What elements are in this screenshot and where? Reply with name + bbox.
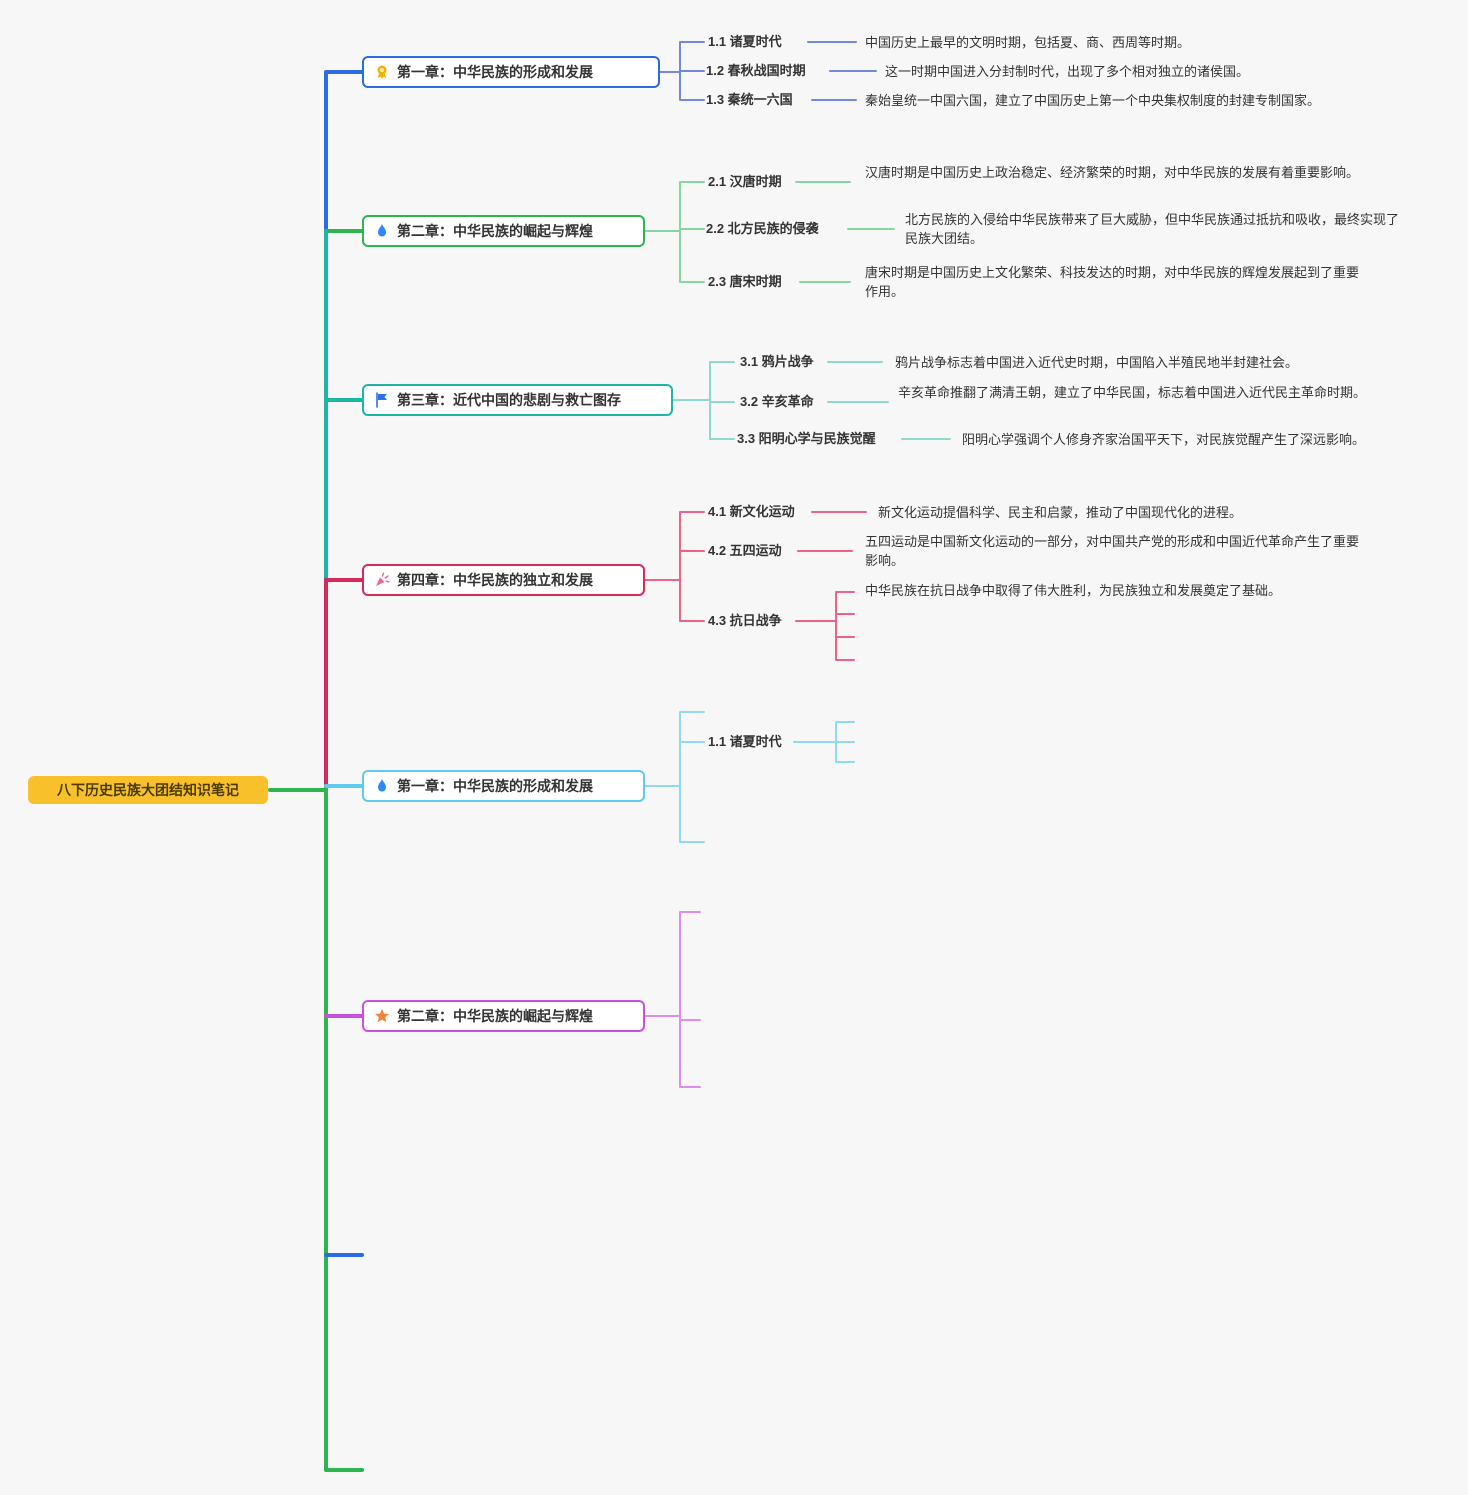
topic-1-3[interactable]: 1.3 秦统一六国	[706, 92, 793, 107]
chapter-1-label: 第一章：中华民族的形成和发展	[397, 64, 593, 80]
chapter-node-4[interactable]: 第四章：中华民族的独立和发展	[362, 564, 645, 596]
topic-2-2[interactable]: 2.2 北方民族的侵袭	[706, 221, 819, 236]
branch2-desc-lines	[795, 181, 895, 283]
celebration-icon	[374, 572, 390, 588]
topic-4-3-desc[interactable]: 中华民族在抗日战争中取得了伟大胜利，为民族独立和发展奠定了基础。	[865, 583, 1282, 598]
chapter-4-label: 第四章：中华民族的独立和发展	[397, 572, 593, 588]
chapter-node-3[interactable]: 第三章：近代中国的悲剧与救亡图存	[362, 384, 673, 416]
trunk-segment-green	[324, 784, 364, 1472]
topic-3-1[interactable]: 3.1 鸦片战争	[740, 354, 814, 369]
topic-2-2-desc[interactable]: 北方民族的入侵给中华民族带来了巨大威胁，但中华民族通过抵抗和吸收，最终实现了民族…	[905, 212, 1400, 246]
star-icon	[374, 1008, 390, 1024]
trunk-segment-blue	[324, 70, 364, 233]
topic-2-1[interactable]: 2.1 汉唐时期	[708, 174, 782, 189]
branch5-bracket-line	[644, 711, 705, 843]
topic-3-3[interactable]: 3.3 阳明心学与民族觉醒	[737, 431, 876, 446]
medal-icon	[374, 64, 390, 80]
branch5-subtree-lines	[793, 721, 855, 763]
topic-1-3-desc[interactable]: 秦始皇统一中国六国，建立了中国历史上第一个中央集权制度的封建专制国家。	[865, 93, 1321, 108]
trunk-segment-crimson	[324, 578, 364, 788]
topic-1-2-desc[interactable]: 这一时期中国进入分封制时代，出现了多个相对独立的诸侯国。	[885, 64, 1250, 79]
branch3-desc-lines	[827, 361, 951, 440]
chapter-5-label: 第一章：中华民族的形成和发展	[397, 778, 593, 794]
chapter-6-label: 第二章：中华民族的崛起与辉煌	[397, 1008, 593, 1024]
topic-5-1[interactable]: 1.1 诸夏时代	[708, 734, 782, 749]
topic-4-1-desc[interactable]: 新文化运动提倡科学、民主和启蒙，推动了中国现代化的进程。	[878, 505, 1243, 520]
branch4-desc-lines	[797, 511, 867, 552]
flame-icon	[374, 223, 390, 239]
branch4-bracket-line	[644, 511, 705, 622]
root-node[interactable]: 八下历史民族大团结知识笔记	[28, 776, 268, 804]
topic-4-2-desc[interactable]: 五四运动是中国新文化运动的一部分，对中国共产党的形成和中国近代革命产生了重要影响…	[865, 534, 1360, 568]
chapter-node-2[interactable]: 第二章：中华民族的崛起与辉煌	[362, 215, 645, 247]
branch2-bracket-line	[644, 181, 705, 283]
topic-1-1-desc[interactable]: 中国历史上最早的文明时期，包括夏、商、西周等时期。	[865, 35, 1191, 50]
topic-2-3[interactable]: 2.3 唐宋时期	[708, 274, 782, 289]
flag-icon	[374, 392, 390, 408]
topic-4-2[interactable]: 4.2 五四运动	[708, 543, 782, 558]
branch4-subtree-lines	[795, 591, 855, 661]
chapter-3-label: 第三章：近代中国的悲剧与救亡图存	[397, 392, 621, 408]
topic-1-2[interactable]: 1.2 春秋战国时期	[706, 63, 806, 78]
trunk-segment-teal	[324, 229, 366, 582]
chapter-2-label: 第二章：中华民族的崛起与辉煌	[397, 223, 593, 239]
chapter-node-5[interactable]: 第一章：中华民族的形成和发展	[362, 770, 645, 802]
topic-2-1-desc[interactable]: 汉唐时期是中国历史上政治稳定、经济繁荣的时期，对中华民族的发展有着重要影响。	[865, 165, 1360, 180]
branch6-bracket-line	[644, 911, 701, 1088]
flame-icon	[374, 778, 390, 794]
topic-4-3[interactable]: 4.3 抗日战争	[708, 613, 782, 628]
branch3-bracket-line	[672, 361, 735, 440]
branch1-bracket-line	[659, 41, 705, 101]
chapter-node-1[interactable]: 第一章：中华民族的形成和发展	[362, 56, 660, 88]
topic-4-1[interactable]: 4.1 新文化运动	[708, 504, 795, 519]
chapter-node-6[interactable]: 第二章：中华民族的崛起与辉煌	[362, 1000, 645, 1032]
branch1-desc-lines	[807, 41, 877, 101]
topic-3-3-desc[interactable]: 阳明心学强调个人修身齐家治国平天下，对民族觉醒产生了深远影响。	[962, 432, 1366, 447]
topic-3-2[interactable]: 3.2 辛亥革命	[740, 394, 814, 409]
topic-1-1[interactable]: 1.1 诸夏时代	[708, 34, 782, 49]
topic-2-3-desc[interactable]: 唐宋时期是中国历史上文化繁荣、科技发达的时期，对中华民族的辉煌发展起到了重要作用…	[865, 265, 1360, 299]
topic-3-1-desc[interactable]: 鸦片战争标志着中国进入近代史时期，中国陷入半殖民地半封建社会。	[895, 355, 1299, 370]
topic-3-2-desc[interactable]: 辛亥革命推翻了满清王朝，建立了中华民国，标志着中国进入近代民主革命时期。	[898, 385, 1367, 400]
